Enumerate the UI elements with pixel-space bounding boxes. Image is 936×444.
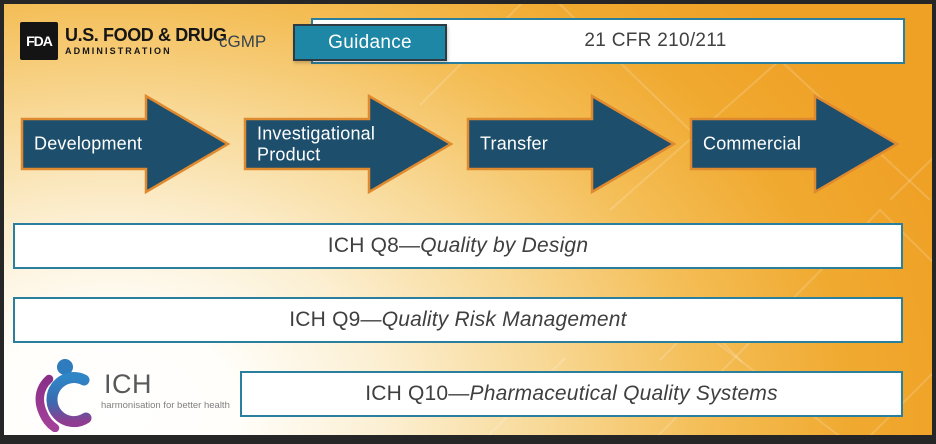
arrow-commercial: Commercial [689, 93, 900, 195]
arrow-transfer: Transfer [466, 93, 677, 195]
arrow-label: Transfer [480, 133, 548, 154]
arrow-development: Development [20, 93, 231, 195]
arrow-shape [243, 93, 454, 195]
ich-q8-bar: ICH Q8—Quality by Design [13, 223, 903, 269]
ich-q10-title: Pharmaceutical Quality Systems [469, 382, 778, 405]
guidance-tag: Guidance [293, 24, 447, 61]
fda-logo: FDA [20, 22, 58, 60]
arrow-shape [20, 93, 231, 195]
ich-figure-icon [35, 359, 92, 432]
fda-wordmark-line2: ADMINISTRATION [65, 46, 172, 56]
ich-q8-title: Quality by Design [420, 234, 589, 257]
cgmp-label: cGMP [219, 32, 267, 51]
arrow-label: Investigational Product [257, 123, 376, 164]
ich-q9-bar: ICH Q9—Quality Risk Management [13, 297, 903, 343]
cfr-regulation-label: 21 CFR 210/211 [584, 30, 727, 51]
ich-logo-tagline: harmonisation for better health [101, 400, 230, 411]
ich-q8-prefix: ICH Q8— [327, 234, 421, 257]
arrow-investigational-product: Investigational Product [243, 93, 454, 195]
arrow-shape [466, 93, 677, 195]
fda-wordmark: U.S. FOOD & DRUG ADMINISTRATION [65, 26, 227, 56]
ich-logo-name: ICH [104, 369, 152, 399]
arrow-label: Commercial [703, 133, 802, 154]
ich-q9-title: Quality Risk Management [381, 308, 627, 331]
ich-q9-prefix: ICH Q9— [289, 308, 382, 331]
arrow-label: Development [34, 133, 143, 154]
fda-wordmark-line1: U.S. FOOD & DRUG [65, 25, 227, 45]
ich-q10-bar: ICH Q10—Pharmaceutical Quality Systems [240, 371, 903, 417]
ich-q10-prefix: ICH Q10— [365, 382, 470, 405]
fda-logo-abbr: FDA [26, 33, 53, 49]
arrow-shape [689, 93, 900, 195]
guidance-tag-label: Guidance [328, 31, 412, 53]
